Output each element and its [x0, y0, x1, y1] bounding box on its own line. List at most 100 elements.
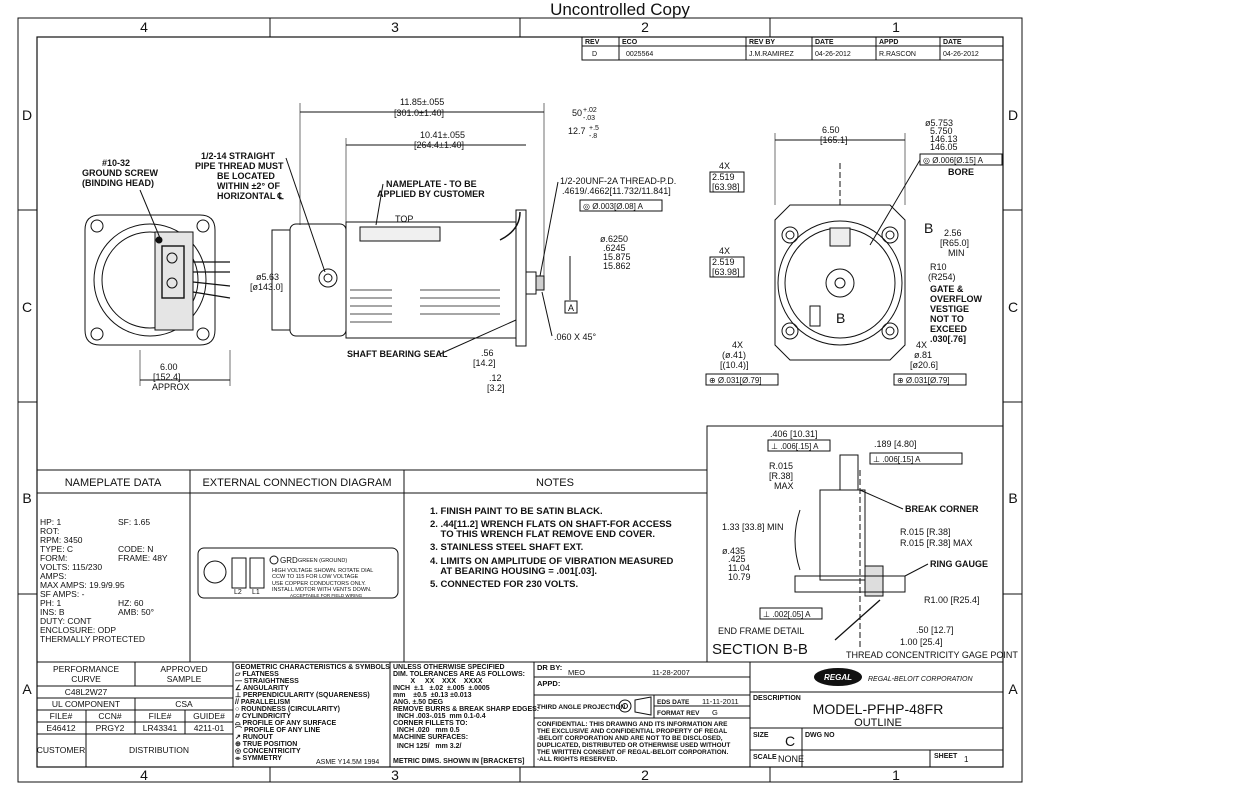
sec-fcf-2: ⊥ .006[.15] A: [873, 455, 921, 464]
dim-body-length: 10.41±.055: [420, 130, 465, 140]
gdt-12: ◎ CONCENTRICITY: [235, 748, 301, 755]
gdt-10: ↗ RUNOUT: [235, 734, 273, 741]
datum-a-label: A: [568, 303, 574, 313]
section-bb-dims: .406 [10.31] ⊥ .006[.15] A .189 [4.80] ⊥…: [712, 429, 1018, 660]
nameplate-data: NAMEPLATE DATA HP: 1 ROT: RPM: 3450 TYPE…: [40, 477, 168, 644]
fcf-thread: ◎ Ø.003[Ø.08] A: [583, 202, 644, 211]
sec-dim-1104: 11.04: [728, 563, 750, 573]
fcf-hole-1: ⊕ Ø.031[Ø.79]: [709, 376, 762, 385]
third-angle-projection-icon: [618, 696, 652, 716]
zone-col-2-bottom: 2: [641, 767, 649, 783]
callout-pipe-2: PIPE THREAD MUST: [195, 161, 284, 171]
tol-1: DIM. TOLERANCES ARE AS FOLLOWS:: [393, 671, 525, 678]
tol-10: MACHINE SURFACES:: [393, 734, 468, 741]
dim-2519-a: 2.519: [712, 172, 735, 182]
tolerance-block: UNLESS OTHERWISE SPECIFIED DIM. TOLERANC…: [393, 664, 539, 765]
dim-bore-1: ø5.753: [925, 118, 953, 128]
gdt-asme: ASME Y14.5M 1994: [316, 759, 379, 766]
np-sf: SF: 1.65: [118, 517, 150, 527]
tb-dwg: DWG NO: [805, 732, 835, 739]
gate-note-5: EXCEED: [930, 324, 968, 334]
callout-pipe-3: BE LOCATED: [217, 171, 275, 181]
zone-row-b-right: B: [1008, 490, 1017, 506]
note-4: 4. LIMITS ON AMPLITUDE OF VIBRATION MEAS…: [430, 556, 673, 567]
gdt-13: ⌯ SYMMETRY: [234, 755, 282, 762]
tb-scale-value: NONE: [778, 754, 804, 764]
zone-col-4-bottom: 4: [140, 767, 148, 783]
label-top: TOP: [395, 214, 413, 224]
tol-0: UNLESS OTHERWISE SPECIFIED: [393, 664, 505, 671]
tb-drdate: 11-28-2007: [652, 668, 690, 677]
rev-header-appd: APPD: [879, 39, 898, 46]
conf-0: CONFIDENTIAL: THIS DRAWING AND ITS INFOR…: [537, 721, 728, 728]
np-frame: FRAME: 48Y: [118, 553, 168, 563]
zone-col-3-bottom: 3: [391, 767, 399, 783]
fcf-bore: ◎ Ø.006[Ø.15] A: [923, 156, 984, 165]
zone-col-1-bottom: 1: [892, 767, 900, 783]
sec-dim-189: .189 [4.80]: [874, 439, 917, 449]
note-5: AT BEARING HOUSING = .001[.03].: [430, 566, 597, 577]
note-3: 3. STAINLESS STEEL SHAFT EXT.: [430, 542, 583, 553]
rev-header-date2: DATE: [943, 39, 962, 46]
tol-11: INCH 125/ mm 3.2/: [393, 743, 462, 750]
gdt-1: ⏥ FLATNESS: [234, 671, 279, 678]
sec-title: SECTION B-B: [712, 641, 808, 658]
section-bb-drawing: [794, 454, 906, 650]
dim-4x-b: 4X: [719, 246, 730, 256]
dim-56-mm: [14.2]: [473, 358, 496, 368]
tb-ul: UL COMPONENT: [52, 699, 120, 709]
sec-max: MAX: [774, 481, 794, 491]
conn-text-3: USE COPPER CONDUCTORS ONLY.: [272, 581, 366, 587]
tb-guide: GUIDE#: [193, 711, 225, 721]
sec-dim-406: .406 [10.31]: [770, 429, 818, 439]
side-view-dims: 11.85±.055 [301.0±1.40] 10.41±.055 [264.…: [195, 97, 676, 393]
tb-lr: LR43341: [143, 723, 178, 733]
dim-shaft-dia-2: .6245: [603, 243, 626, 253]
nameplate-title: NAMEPLATE DATA: [65, 477, 162, 489]
callout-nameplate-2: APPLIED BY CUSTOMER: [377, 189, 485, 199]
rev-value-date2: 04-26-2012: [943, 51, 979, 58]
tb-file-1: FILE#: [50, 711, 73, 721]
regal-logo-text: REGAL: [824, 673, 852, 682]
rev-value-appd: R.RASCON: [879, 51, 916, 58]
dim-shaft-tol-dn: -.03: [583, 115, 595, 122]
conn-text-5: ACCEPTABLE FOR FIELD WIRING: [290, 593, 363, 598]
zone-row-d-left: D: [22, 107, 32, 123]
dim-chamfer: .060 X 45°: [554, 332, 597, 342]
fcf-hole-2: ⊕ Ø.031[Ø.79]: [897, 376, 950, 385]
dim-shaft-mm: 12.7: [568, 126, 586, 136]
title-block-lines: [36, 661, 1004, 768]
callout-bearing-seal: SHAFT BEARING SEAL: [347, 349, 448, 359]
dim-r10-mm: (R254): [928, 272, 956, 282]
conn-text-1: HIGH VOLTAGE SHOWN. ROTATE DIAL: [272, 568, 373, 574]
sec-r015a: R.015: [769, 461, 793, 471]
np-code: CODE: N: [118, 544, 153, 554]
end-view-dims: 6.00 [152.4] APPROX #10-32 GROUND SCREW …: [82, 158, 231, 392]
sec-r100: R1.00 [R25.4]: [924, 595, 980, 605]
conn-grd-sub: GREEN (GROUND): [298, 558, 347, 564]
rev-header-revby: REV BY: [749, 39, 775, 46]
rev-value-date: 04-26-2012: [815, 51, 851, 58]
gdt-8: ⌓ PROFILE OF ANY SURFACE: [235, 720, 337, 727]
gdt-2: — STRAIGHTNESS: [235, 678, 299, 685]
gdt-3: ∠ ANGULARITY: [235, 684, 289, 692]
dim-body-length-mm: [264.4±1.40]: [414, 140, 464, 150]
company-block: REGAL REGAL-BELOIT CORPORATION DESCRIPTI…: [753, 668, 973, 764]
connection-diagram: EXTERNAL CONNECTION DIAGRAM L2 L1 GRD GR…: [197, 477, 399, 599]
np-line-11: DUTY: CONT: [40, 616, 91, 626]
front-view-drawing: [774, 160, 906, 361]
section-mark-b: B: [924, 220, 933, 236]
rev-header-rev: REV: [585, 39, 600, 46]
dim-frame-dia: ø5.63: [256, 272, 279, 282]
sec-dim-435: ø.435: [722, 546, 745, 556]
tb-corp: REGAL-BELOIT CORPORATION: [868, 676, 973, 683]
note-1: 2. .44[11.2] WRENCH FLATS ON SHAFT-FOR A…: [430, 519, 672, 530]
note-2: TO THIS WRENCH FLAT REMOVE END COVER.: [430, 529, 655, 540]
sec-r015a-mm: [R.38]: [769, 471, 793, 481]
dim-256: 2.56: [944, 228, 962, 238]
tol-3: INCH ±.1 ±.02 ±.005 ±.0005: [393, 685, 490, 692]
tb-file-2: FILE#: [149, 711, 172, 721]
gdt-6: ○ ROUNDNESS (CIRCULARITY): [235, 706, 340, 713]
conf-4: THE WRITTEN CONSENT OF REGAL-BELOIT CORP…: [537, 749, 728, 756]
